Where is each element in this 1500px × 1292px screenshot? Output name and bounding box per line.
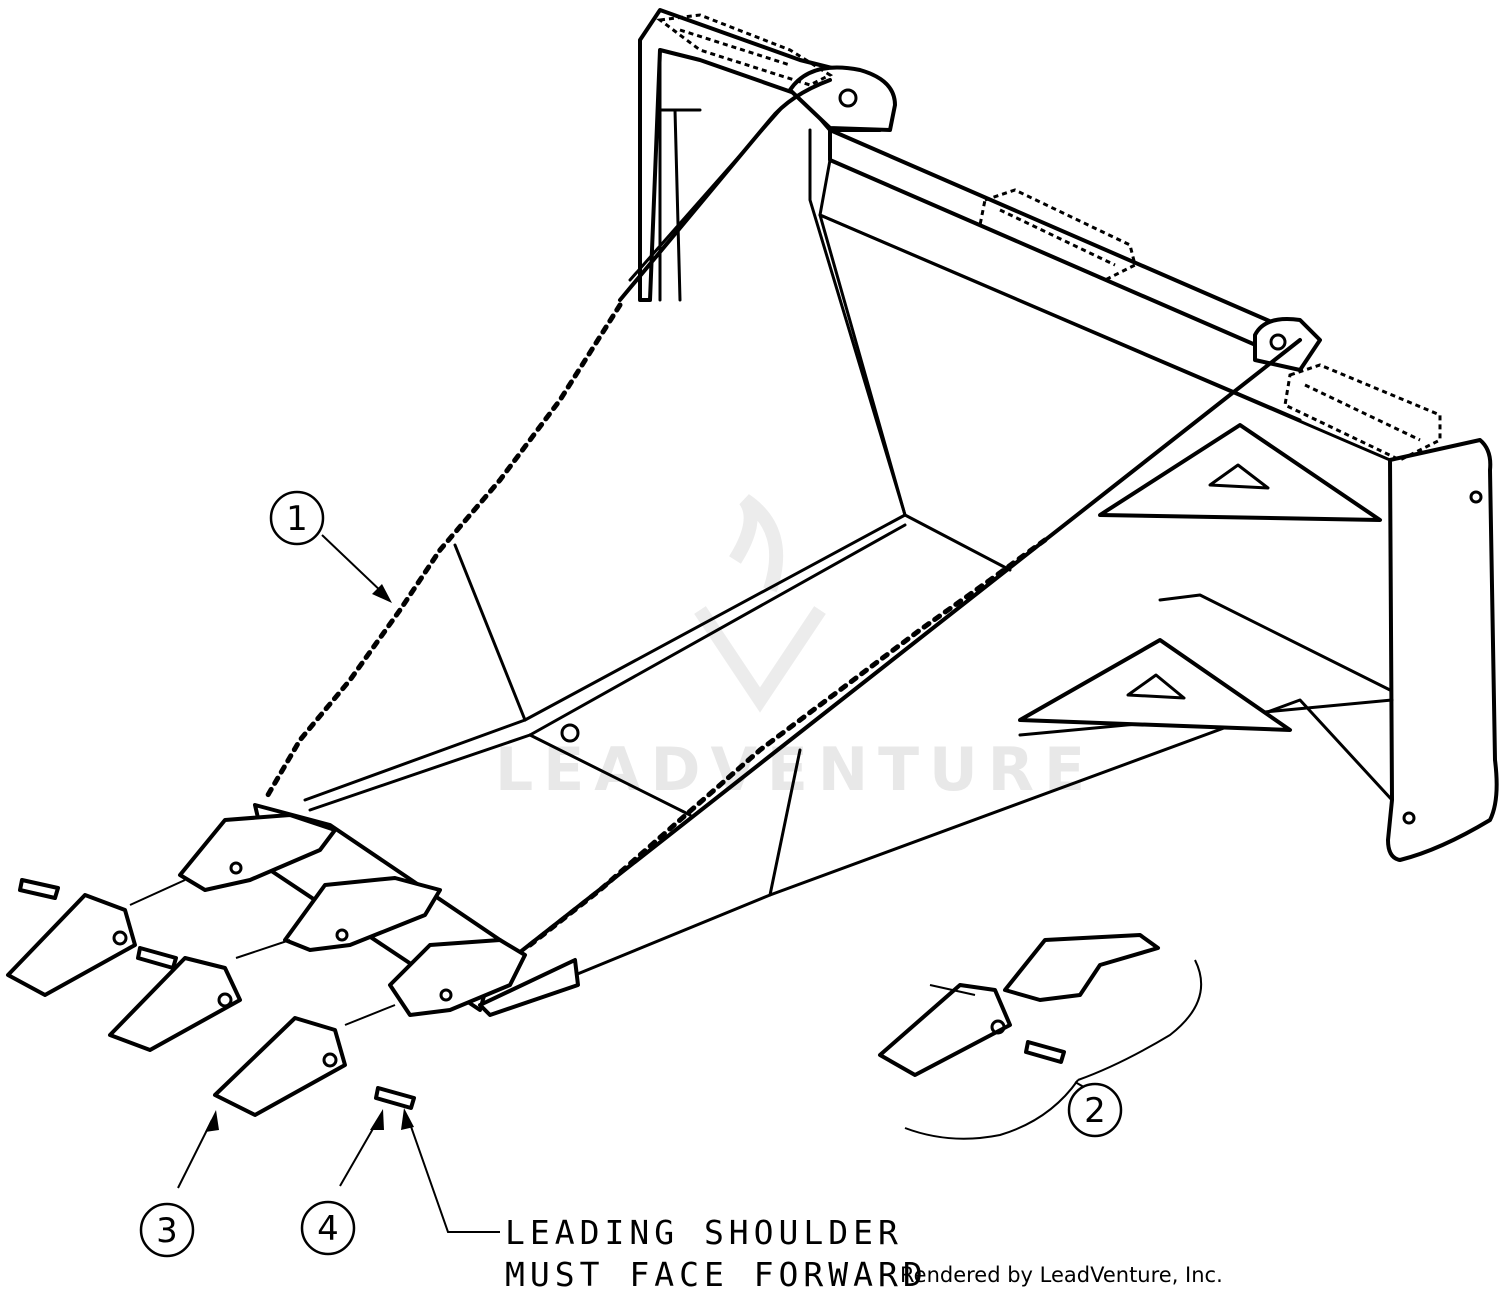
callout-1: 1 bbox=[269, 490, 325, 546]
callout-3-label: 3 bbox=[156, 1211, 178, 1251]
pin-3 bbox=[374, 1086, 416, 1110]
bucket-body bbox=[303, 78, 1394, 977]
tread-right bbox=[1283, 363, 1442, 462]
callout-2-label: 2 bbox=[1084, 1091, 1106, 1131]
note-line-2: MUST FACE FORWARD bbox=[505, 1255, 928, 1292]
tooth-3 bbox=[213, 1016, 347, 1117]
weld-bead-left bbox=[262, 302, 623, 803]
callout-4-label: 4 bbox=[317, 1209, 339, 1249]
watermark: LEADVENTURE bbox=[495, 494, 1085, 805]
render-credit: Rendered by LeadVenture, Inc. bbox=[900, 1263, 1223, 1287]
callout-1-label: 1 bbox=[286, 499, 308, 539]
weld-bead-right bbox=[527, 537, 1048, 948]
kit-bracket bbox=[904, 959, 1203, 1140]
callout-2: 2 bbox=[1067, 1082, 1123, 1138]
adapter-2 bbox=[283, 876, 442, 952]
loose-teeth bbox=[6, 878, 416, 1117]
tooth-2 bbox=[108, 956, 242, 1052]
assembly-note: LEADING SHOULDER MUST FACE FORWARD bbox=[505, 1213, 928, 1292]
note-line-1: LEADING SHOULDER bbox=[505, 1213, 903, 1252]
weld-beads bbox=[262, 302, 1048, 948]
tooth-1 bbox=[6, 893, 137, 997]
tooth-kit bbox=[878, 933, 1203, 1140]
leader-lines bbox=[177, 534, 1099, 1233]
pin-1 bbox=[18, 878, 60, 900]
kit-tooth bbox=[878, 983, 1012, 1077]
adapter-3 bbox=[388, 938, 527, 1017]
adapter-1 bbox=[178, 813, 337, 892]
kit-adapter bbox=[1003, 933, 1160, 1002]
cutting-edge bbox=[178, 803, 580, 1017]
callout-3: 3 bbox=[139, 1202, 195, 1258]
pin-2 bbox=[136, 946, 178, 970]
watermark-logo-icon bbox=[694, 494, 826, 713]
tread-left bbox=[656, 13, 834, 87]
mounting-frame bbox=[638, 8, 1499, 862]
callout-4: 4 bbox=[300, 1200, 356, 1256]
kit-pin bbox=[1024, 1040, 1066, 1064]
tread-center bbox=[978, 188, 1137, 282]
